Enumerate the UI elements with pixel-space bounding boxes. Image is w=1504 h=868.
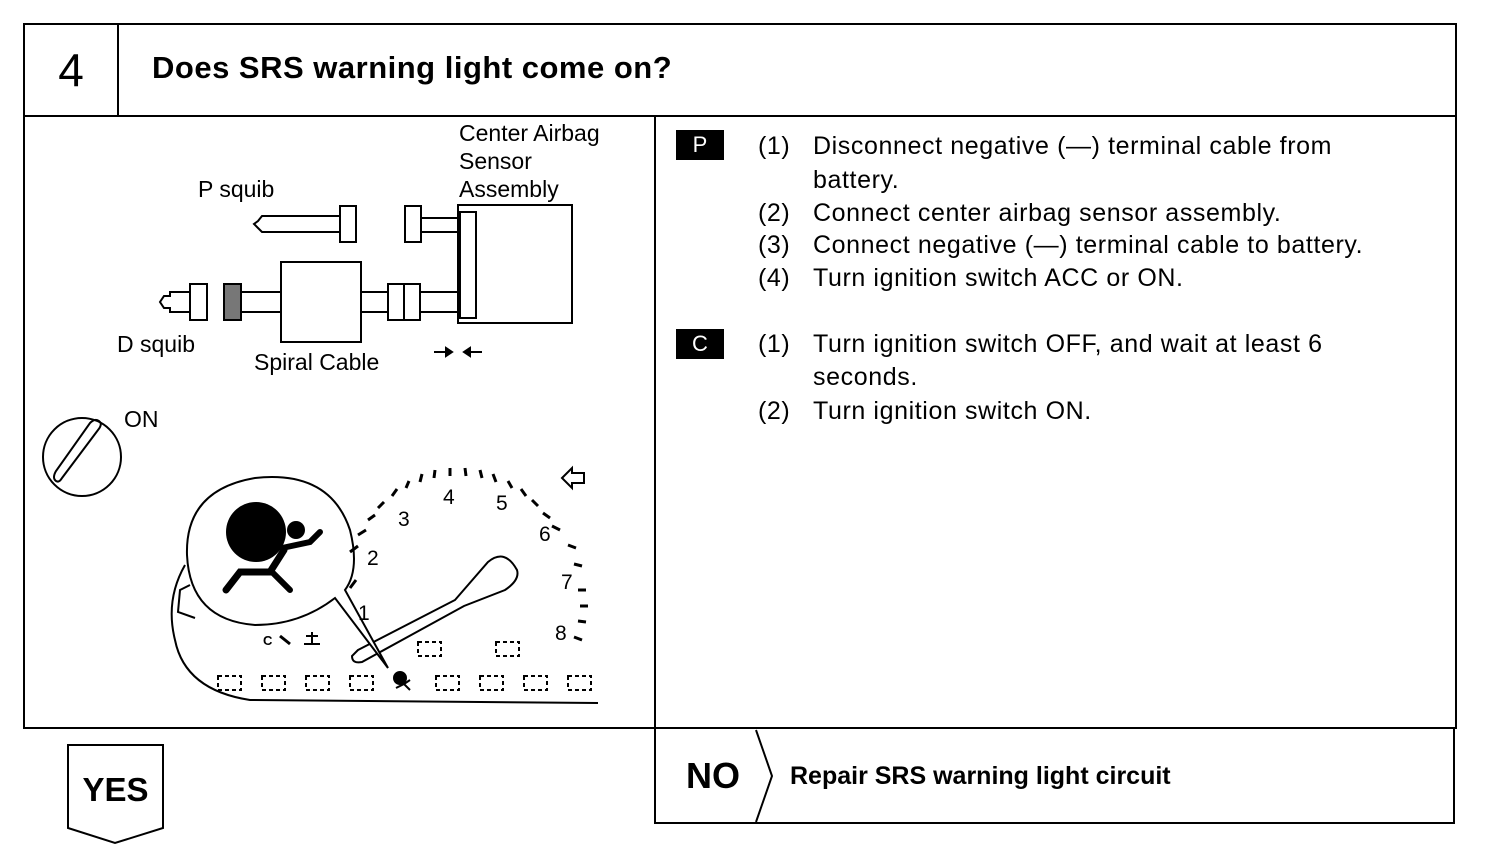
step-text: Connect negative (—) terminal cable to b… — [813, 231, 1364, 259]
step-text: battery. — [813, 166, 900, 194]
gauge-number: 3 — [398, 508, 410, 531]
step-number-divider — [117, 23, 119, 117]
no-action-text: Repair SRS warning light circuit — [790, 762, 1171, 790]
gauge-number: 5 — [496, 492, 508, 515]
label-center-airbag-2: Sensor — [459, 148, 532, 174]
spiral-cable-box — [280, 261, 362, 343]
label-d-squib: D squib — [117, 331, 195, 357]
step-text: Connect center airbag sensor assembly. — [813, 199, 1282, 227]
label-p-squib: P squib — [198, 176, 275, 202]
gauge-needle — [350, 555, 519, 664]
svg-text:C: C — [263, 633, 273, 648]
step-question: Does SRS warning light come on? — [152, 50, 673, 85]
badge-c: C — [676, 329, 724, 359]
gauge-number: 2 — [367, 547, 379, 570]
step-text: Turn ignition switch ACC or ON. — [813, 264, 1184, 292]
panel-divider — [654, 115, 656, 729]
step-number: 4 — [58, 44, 84, 96]
label-center-airbag-3: Assembly — [459, 176, 559, 202]
step-index: (4) — [758, 264, 791, 292]
step-index: (3) — [758, 231, 791, 259]
step-text: Disconnect negative (—) terminal cable f… — [813, 132, 1333, 160]
step-text: Turn ignition switch OFF, and wait at le… — [813, 330, 1323, 358]
gauge-number: 7 — [561, 571, 573, 594]
gauge-number: 8 — [555, 622, 567, 645]
p-squib-connector — [339, 205, 357, 243]
header-divider — [23, 115, 1457, 117]
label-spiral-cable: Spiral Cable — [254, 349, 380, 375]
badge-p: P — [676, 130, 724, 160]
step-text: Turn ignition switch ON. — [813, 397, 1092, 425]
label-on: ON — [124, 406, 159, 432]
indicator-row — [217, 641, 592, 691]
step-text: seconds. — [813, 363, 918, 391]
sensor-connector — [459, 211, 477, 319]
gauge-number: 6 — [539, 523, 551, 546]
step-index: (1) — [758, 132, 791, 160]
gauge-ticks — [348, 467, 588, 642]
sensor-assembly-box — [457, 204, 573, 324]
ignition-switch — [42, 417, 122, 497]
step-index: (2) — [758, 397, 791, 425]
srs-warning-icon — [222, 502, 323, 594]
step-index: (2) — [758, 199, 791, 227]
label-center-airbag-1: Center Airbag — [459, 120, 600, 146]
meter-outline — [170, 564, 599, 704]
no-outcome-box — [654, 727, 1455, 824]
yes-label: YES — [82, 771, 149, 808]
no-chevron — [755, 729, 774, 823]
yes-arrow-shape — [67, 744, 164, 845]
gauge-number: 1 — [358, 602, 370, 625]
step-index: (1) — [758, 330, 791, 358]
gauge-number: 4 — [443, 486, 455, 509]
d-squib-connector — [189, 283, 208, 321]
no-label: NO — [686, 755, 740, 796]
